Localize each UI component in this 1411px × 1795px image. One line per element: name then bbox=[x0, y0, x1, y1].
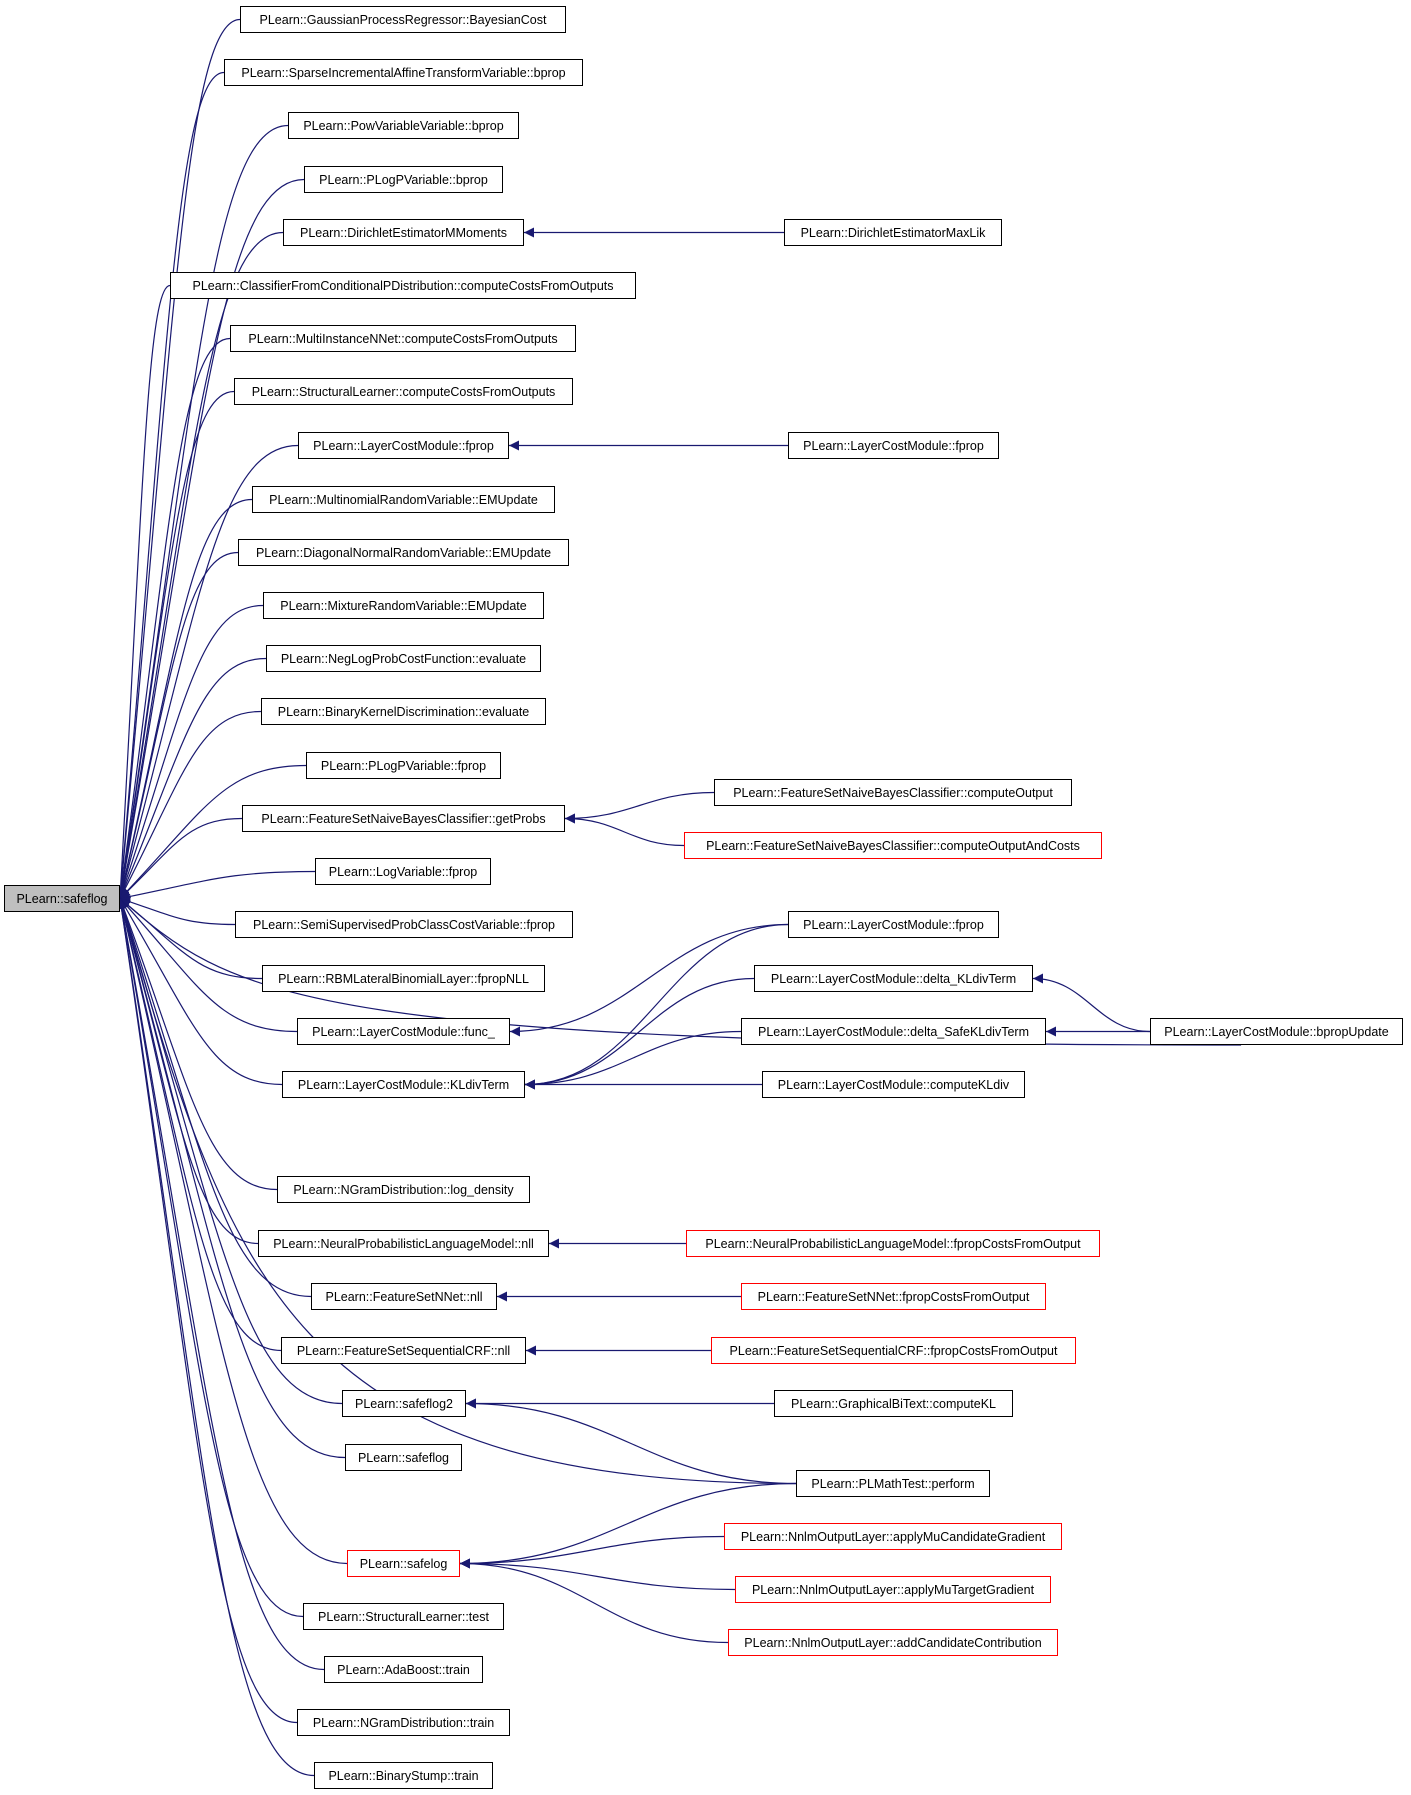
edge-n41-to-n38 bbox=[1032, 973, 1151, 1033]
node-ngramdistribution-train[interactable]: PLearn::NGramDistribution::train bbox=[297, 1709, 510, 1736]
edge-n1-to-n0 bbox=[115, 18, 241, 899]
edge-n31-to-n0 bbox=[116, 898, 298, 1724]
edge-n2-to-n0 bbox=[115, 71, 225, 899]
edge-n22-to-n0 bbox=[118, 898, 278, 1191]
node-layercostmodule-fprop-3[interactable]: PLearn::LayerCostModule::fprop bbox=[788, 911, 999, 938]
node-layercostmodule-delta-safekldivterm[interactable]: PLearn::LayerCostModule::delta_SafeKLdiv… bbox=[741, 1018, 1046, 1045]
edge-n49-to-n28 bbox=[459, 1558, 729, 1644]
node-gaussianprocessregressor-bayesiancost[interactable]: PLearn::GaussianProcessRegressor::Bayesi… bbox=[240, 6, 566, 33]
edge-n46-to-n26 bbox=[465, 1398, 797, 1485]
node-ngramdistribution-log-density[interactable]: PLearn::NGramDistribution::log_density bbox=[277, 1176, 530, 1203]
node-featuresetnaivebayesclassifier-getprobs[interactable]: PLearn::FeatureSetNaiveBayesClassifier::… bbox=[242, 805, 565, 832]
node-neuralprobabilisticlanguagemodel-fpropcostsfromoutput[interactable]: PLearn::NeuralProbabilisticLanguageModel… bbox=[686, 1230, 1100, 1257]
node-semisupervisedprobclasscostvariable-fprop[interactable]: PLearn::SemiSupervisedProbClassCostVaria… bbox=[235, 911, 573, 938]
edge-n9-to-n0 bbox=[117, 444, 299, 899]
node-binarykerneldiscrimination-evaluate[interactable]: PLearn::BinaryKernelDiscrimination::eval… bbox=[261, 698, 546, 725]
node-nnlmoutputlayer-addcandidatecontribution[interactable]: PLearn::NnlmOutputLayer::addCandidateCon… bbox=[728, 1629, 1058, 1656]
node-layercostmodule-kldivterm[interactable]: PLearn::LayerCostModule::KLdivTerm bbox=[282, 1071, 525, 1098]
edge-n24-to-n0 bbox=[118, 898, 312, 1298]
node-featuresetnaivebayesclassifier-computeoutputandcosts[interactable]: PLearn::FeatureSetNaiveBayesClassifier::… bbox=[684, 832, 1102, 859]
node-logvariable-fprop[interactable]: PLearn::LogVariable::fprop bbox=[315, 858, 491, 885]
node-safeflog-callee[interactable]: PLearn::safeflog bbox=[345, 1444, 462, 1471]
node-featuresetsequentialcrf-fpropcostsfromoutput[interactable]: PLearn::FeatureSetSequentialCRF::fpropCo… bbox=[711, 1337, 1076, 1364]
edge-n14-to-n0 bbox=[119, 710, 262, 899]
node-safelog[interactable]: PLearn::safelog bbox=[347, 1550, 460, 1577]
node-safeflog-focus[interactable]: PLearn::safeflog bbox=[4, 885, 120, 912]
node-mixturerandomvariable-emupdate[interactable]: PLearn::MixtureRandomVariable::EMUpdate bbox=[263, 592, 544, 619]
edge-n8-to-n0 bbox=[116, 390, 235, 899]
node-safeflog2[interactable]: PLearn::safeflog2 bbox=[342, 1390, 466, 1417]
node-plogpvariable-bprop[interactable]: PLearn::PLogPVariable::bprop bbox=[304, 166, 503, 193]
node-nnlmoutputlayer-applymucandidategradient[interactable]: PLearn::NnlmOutputLayer::applyMuCandidat… bbox=[724, 1523, 1062, 1550]
node-powvariablevariable-bprop[interactable]: PLearn::PowVariableVariable::bprop bbox=[288, 112, 519, 139]
node-classifierfromconditionalpdistribution-computecostsfromoutputs[interactable]: PLearn::ClassifierFromConditionalPDistri… bbox=[170, 272, 636, 299]
node-sparseincrementalaffinetransformvariable-bprop[interactable]: PLearn::SparseIncrementalAffineTransform… bbox=[224, 59, 583, 86]
node-layercostmodule-func[interactable]: PLearn::LayerCostModule::func_ bbox=[297, 1018, 510, 1045]
edge-n3-to-n0 bbox=[116, 124, 289, 899]
edge-n13-to-n0 bbox=[119, 657, 267, 899]
edge-n46-to-n28 bbox=[459, 1482, 797, 1569]
node-structurallearner-computecostsfromoutputs[interactable]: PLearn::StructuralLearner::computeCostsF… bbox=[234, 378, 573, 405]
edge-n37-to-n21 bbox=[524, 923, 789, 1090]
node-featuresetnnet-nll[interactable]: PLearn::FeatureSetNNet::nll bbox=[311, 1283, 497, 1310]
node-diagonalnormalrandomvariable-emupdate[interactable]: PLearn::DiagonalNormalRandomVariable::EM… bbox=[238, 539, 569, 566]
edge-n16-to-n0 bbox=[119, 817, 243, 899]
node-rbmlateralbinomiallayer-fpropnll[interactable]: PLearn::RBMLateralBinomialLayer::fpropNL… bbox=[262, 965, 545, 992]
node-multinomialrandomvariable-emupdate[interactable]: PLearn::MultinomialRandomVariable::EMUpd… bbox=[252, 486, 555, 513]
edge-n35-to-n16 bbox=[564, 791, 715, 824]
node-dirichletestimatormaxlik[interactable]: PLearn::DirichletEstimatorMaxLik bbox=[784, 219, 1002, 246]
edge-n28-to-n0 bbox=[117, 898, 348, 1565]
edge-n18-to-n0 bbox=[119, 896, 236, 926]
edge-n37-to-n20 bbox=[509, 923, 789, 1037]
edge-n12-to-n0 bbox=[118, 604, 264, 899]
edge-n27-to-n0 bbox=[117, 898, 346, 1459]
node-featuresetnaivebayesclassifier-computeoutput[interactable]: PLearn::FeatureSetNaiveBayesClassifier::… bbox=[714, 779, 1072, 806]
edge-n48-to-n28 bbox=[459, 1558, 736, 1591]
edge-n36-to-n16 bbox=[564, 813, 685, 847]
edge-n30-to-n0 bbox=[116, 898, 325, 1671]
edge-n5-to-n0 bbox=[116, 231, 284, 899]
node-featuresetsequentialcrf-nll[interactable]: PLearn::FeatureSetSequentialCRF::nll bbox=[281, 1337, 526, 1364]
edge-n39-to-n21 bbox=[524, 1030, 742, 1090]
node-plmathtest-perform[interactable]: PLearn::PLMathTest::perform bbox=[796, 1470, 990, 1497]
edge-n29-to-n0 bbox=[116, 898, 304, 1618]
node-nnlmoutputlayer-applymutargetgradient[interactable]: PLearn::NnlmOutputLayer::applyMuTargetGr… bbox=[735, 1576, 1051, 1603]
node-layercostmodule-bpropupdate[interactable]: PLearn::LayerCostModule::bpropUpdate bbox=[1150, 1018, 1403, 1045]
edge-n38-to-n21 bbox=[524, 977, 755, 1090]
edge-n7-to-n0 bbox=[116, 337, 231, 899]
node-binarystump-train[interactable]: PLearn::BinaryStump::train bbox=[314, 1762, 493, 1789]
node-adaboost-train[interactable]: PLearn::AdaBoost::train bbox=[324, 1656, 483, 1683]
edge-n47-to-n28 bbox=[459, 1535, 725, 1569]
node-neglogprobcostfunction-evaluate[interactable]: PLearn::NegLogProbCostFunction::evaluate bbox=[266, 645, 541, 672]
edge-n32-to-n0 bbox=[116, 898, 315, 1777]
node-neuralprobabilisticlanguagemodel-nll[interactable]: PLearn::NeuralProbabilisticLanguageModel… bbox=[258, 1230, 549, 1257]
node-featuresetnnet-fpropcostsfromoutput[interactable]: PLearn::FeatureSetNNet::fpropCostsFromOu… bbox=[741, 1283, 1046, 1310]
edge-n17-to-n0 bbox=[119, 870, 316, 902]
edge-n6-to-n0 bbox=[115, 284, 171, 899]
node-layercostmodule-fprop-2[interactable]: PLearn::LayerCostModule::fprop bbox=[788, 432, 999, 459]
edge-n15-to-n0 bbox=[119, 764, 307, 899]
edge-n4-to-n0 bbox=[116, 178, 305, 899]
edge-n46-to-n0 bbox=[117, 898, 797, 1485]
node-structurallearner-test[interactable]: PLearn::StructuralLearner::test bbox=[303, 1603, 504, 1630]
edge-n25-to-n0 bbox=[117, 898, 282, 1352]
node-layercostmodule-delta-kldivterm[interactable]: PLearn::LayerCostModule::delta_KLdivTerm bbox=[754, 965, 1033, 992]
edge-n21-to-n0 bbox=[119, 898, 283, 1086]
node-multiinstancennet-computecostsfromoutputs[interactable]: PLearn::MultiInstanceNNet::computeCostsF… bbox=[230, 325, 576, 352]
edge-n20-to-n0 bbox=[119, 898, 298, 1033]
node-layercostmodule-fprop[interactable]: PLearn::LayerCostModule::fprop bbox=[298, 432, 509, 459]
node-layercostmodule-computekldiv[interactable]: PLearn::LayerCostModule::computeKLdiv bbox=[762, 1071, 1025, 1098]
node-graphicalbitext-computekl[interactable]: PLearn::GraphicalBiText::computeKL bbox=[774, 1390, 1013, 1417]
edge-n11-to-n0 bbox=[117, 551, 239, 899]
node-dirichletestimatormmoments[interactable]: PLearn::DirichletEstimatorMMoments bbox=[283, 219, 524, 246]
node-plogpvariable-fprop[interactable]: PLearn::PLogPVariable::fprop bbox=[306, 752, 501, 779]
